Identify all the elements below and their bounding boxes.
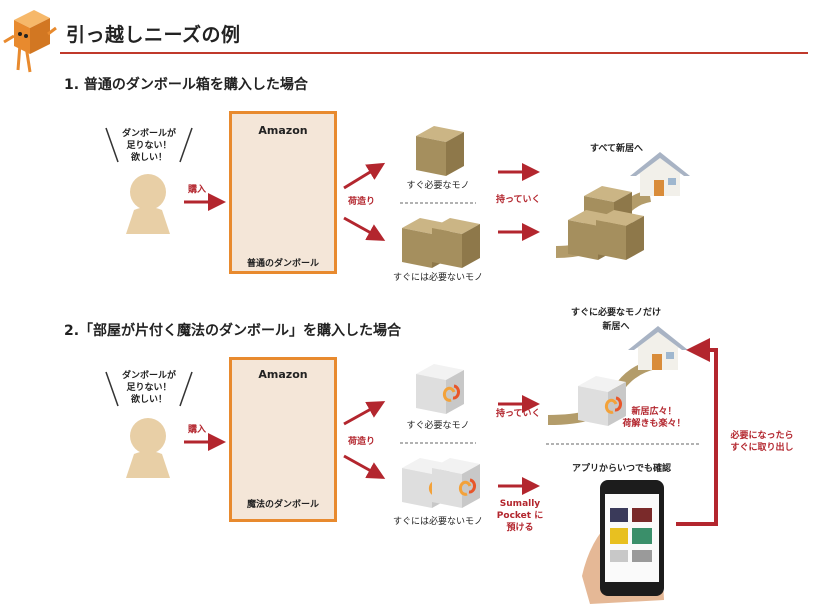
person-icon xyxy=(126,174,170,234)
section2-buy-label: 購入 xyxy=(188,425,207,435)
move-easy-line: 荷解きも楽々！ xyxy=(622,419,686,429)
storage-line: 預ける xyxy=(506,523,534,533)
retrieve-line: すぐに取り出し xyxy=(730,443,794,453)
section1-heading: 1. 普通のダンボール箱を購入した場合 xyxy=(64,77,308,93)
speech-line: ダンボールが xyxy=(121,129,176,139)
section2-store-label: Amazon xyxy=(258,368,308,381)
speech-line: 欲しい！ xyxy=(130,153,167,163)
smartphone-icon xyxy=(582,480,664,604)
speech-line: 欲しい！ xyxy=(130,395,167,405)
section2-speech: ダンボールが 足りない！ 欲しい！ xyxy=(118,370,180,406)
speech-line: ダンボールが xyxy=(121,371,176,381)
section2-app-label: アプリからいつでも確認 xyxy=(572,464,672,474)
storage-line: Sumally xyxy=(499,499,541,509)
section1-destination-label: すべて新居へ xyxy=(590,144,644,154)
section2-carry-label: 持っていく xyxy=(496,409,541,419)
retrieve-line: 必要になったら xyxy=(730,431,794,441)
section2-heading: 2.「部屋が片付く魔法のダンボール」を購入した場合 xyxy=(64,323,402,339)
section1-store-label: Amazon xyxy=(258,124,308,137)
section1-speech: ダンボールが 足りない！ 欲しい！ xyxy=(118,128,180,164)
speech-line: 足りない！ xyxy=(126,141,172,151)
cardboard-box-icon xyxy=(416,126,464,176)
destination-line: 新居へ xyxy=(602,322,630,332)
section1-buy-label: 購入 xyxy=(188,185,207,195)
magic-box-icon xyxy=(400,456,482,510)
speech-line: 足りない！ xyxy=(126,383,172,393)
magic-box-icon xyxy=(414,362,466,416)
house-icon xyxy=(630,152,690,196)
section1-store-frame xyxy=(229,111,337,274)
move-easy-line: 新居広々！ xyxy=(631,407,677,417)
section2-move-easy: 新居広々！ 荷解きも楽々！ xyxy=(614,406,694,430)
section2-box-caption: 魔法のダンボール xyxy=(246,500,319,510)
section2-retrieve-label: 必要になったら すぐに取り出し xyxy=(724,430,800,454)
section2-sort-label: 荷造り xyxy=(348,437,376,447)
section1-not-needed-label: すぐには必要ないモノ xyxy=(392,273,483,283)
section1-sort-label: 荷造り xyxy=(348,197,376,207)
storage-line: Pocket に xyxy=(496,511,544,521)
person-icon xyxy=(126,418,170,478)
section2-not-needed-label: すぐには必要ないモノ xyxy=(392,517,483,527)
destination-line: すぐに必要なモノだけ xyxy=(570,308,661,318)
box-mascot-icon xyxy=(3,10,57,73)
section2-store-frame xyxy=(229,357,337,522)
section1-needed-label: すぐ必要なモノ xyxy=(406,181,470,191)
section1-carry-label: 持っていく xyxy=(496,195,541,205)
section1-box-caption: 普通のダンボール xyxy=(246,259,319,269)
cardboard-box-icon xyxy=(402,218,480,268)
title-divider xyxy=(60,52,808,54)
section2-storage-label: Sumally Pocket に 預ける xyxy=(490,498,550,534)
page-title: 引っ越しニーズの例 xyxy=(66,24,241,46)
section2-destination-label: すぐに必要なモノだけ 新居へ xyxy=(568,306,664,334)
section2-needed-label: すぐ必要なモノ xyxy=(406,421,470,431)
